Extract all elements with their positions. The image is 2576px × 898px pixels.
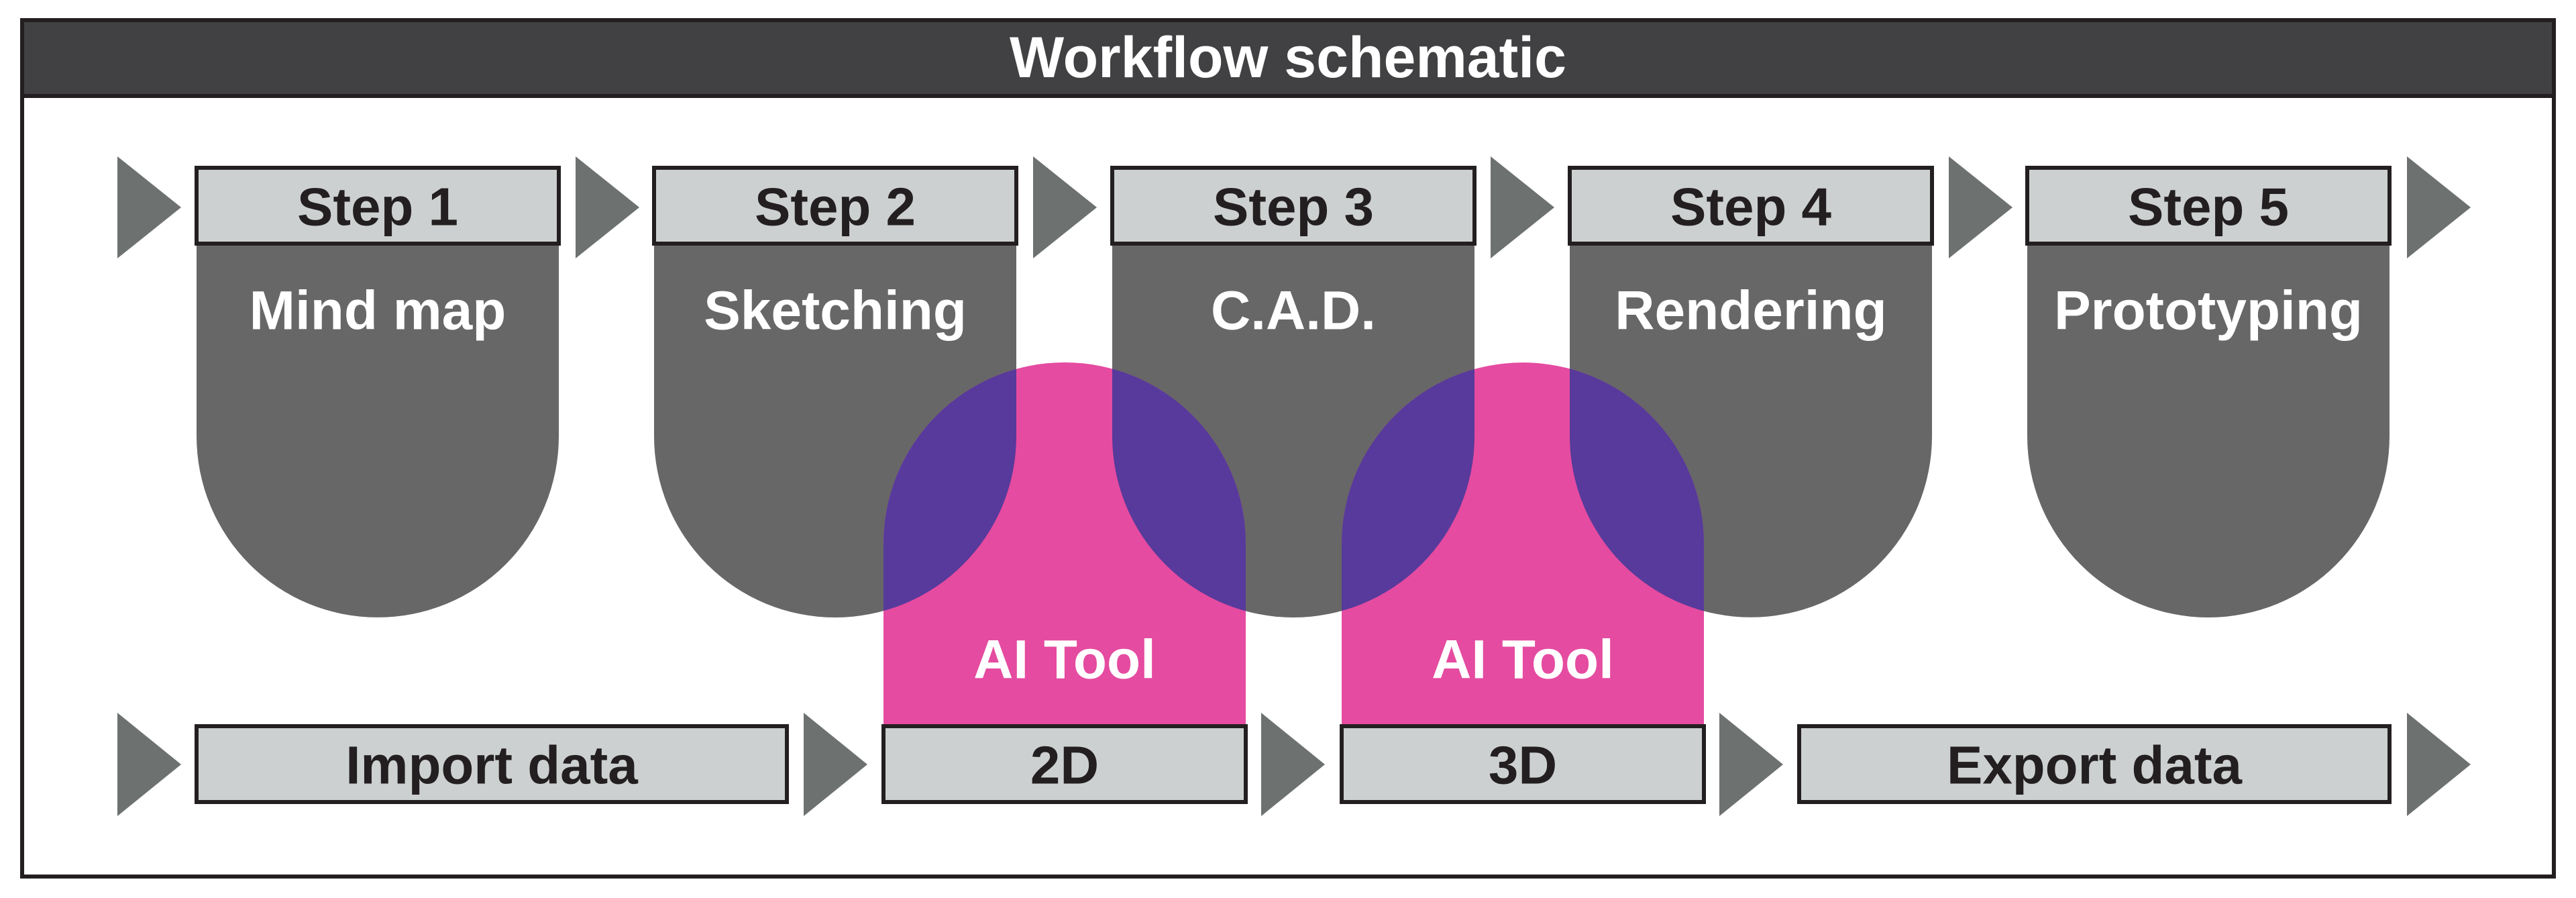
io-2d-label: 2D [1030,736,1099,795]
flow-arrow-icon [576,156,639,258]
step-header-3: Step 3 [1213,177,1374,237]
flow-arrow-icon [804,713,867,816]
step-header-1: Step 1 [297,177,458,237]
step-header-box-5 [2025,166,2392,246]
title-bar [20,18,2556,98]
overlap-step3-ai2 [1342,362,1474,617]
overlap-step3-ai1 [1112,362,1246,617]
export-data-box [1797,724,2392,804]
flow-arrow-icon [2407,713,2471,816]
flow-arrow-icon [1949,156,2012,258]
flow-arrow-icon [117,713,181,816]
step-header-box-2 [652,166,1018,246]
diagram-title: Workflow schematic [1010,26,1566,90]
flow-arrow-icon [2407,156,2471,258]
step-header-box-3 [1110,166,1477,246]
step-label-2: Sketching [704,281,967,342]
overlap-step2-ai1 [883,362,1016,617]
flow-arrow-icon [1261,713,1325,816]
step-header-5: Step 5 [2128,177,2289,237]
overlap-step4-ai2 [1570,362,1704,617]
step-label-3: C.A.D. [1211,281,1376,342]
flow-arrow-icon [1491,156,1554,258]
export-data-label: Export data [1947,736,2243,795]
step-header-4: Step 4 [1670,177,1832,237]
flow-arrow-icon [1033,156,1097,258]
step-header-box-1 [195,166,561,246]
step-body-1 [197,242,559,617]
step-body-5 [2027,242,2390,617]
io-3d-label: 3D [1489,736,1557,795]
flow-arrow-icon [117,156,181,258]
step-label-5: Prototyping [2054,281,2363,342]
step-label-1: Mind map [250,281,506,342]
io-3d-box [1340,724,1706,804]
ai-tool-label-2: AI Tool [1432,630,1614,691]
step-label-4: Rendering [1615,281,1886,342]
step-header-2: Step 2 [755,177,916,237]
flow-arrow-icon [1719,713,1783,816]
io-2d-box [881,724,1248,804]
step-header-box-4 [1568,166,1934,246]
import-data-box [195,724,789,804]
ai-tool-label-1: AI Tool [973,630,1156,691]
import-data-label: Import data [345,736,638,795]
